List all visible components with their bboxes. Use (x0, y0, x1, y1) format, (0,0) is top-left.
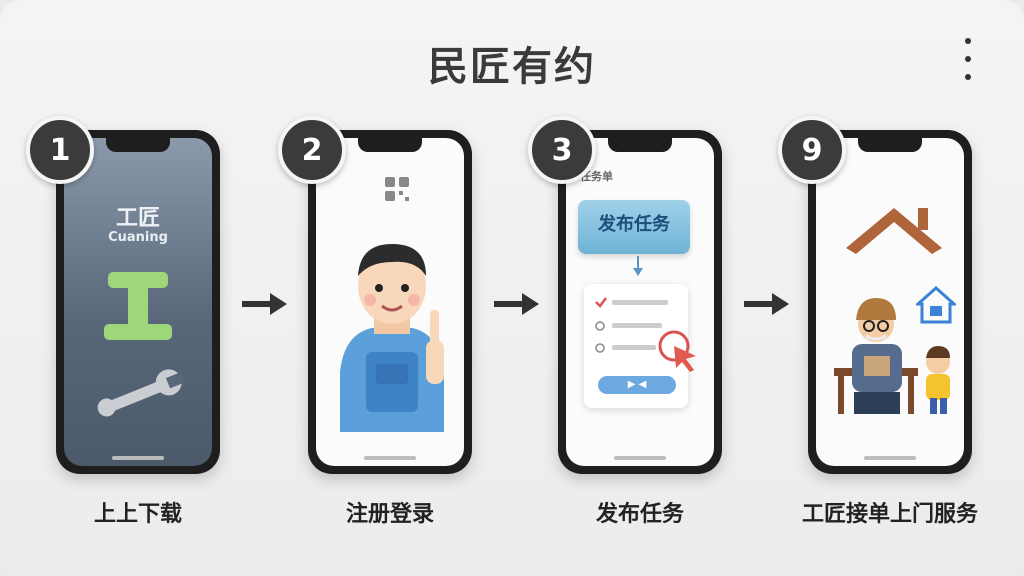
arrow-right-icon (242, 293, 287, 315)
step-register[interactable]: 2 (278, 116, 472, 474)
click-cursor-icon (658, 330, 696, 372)
phone-screen-service (816, 138, 964, 466)
step-label: 工匠接单上门服务 (801, 502, 978, 527)
step-label: 上上下载 (93, 502, 182, 527)
more-menu-button[interactable] (960, 38, 976, 80)
step-craftsman-service[interactable]: 9 (778, 116, 972, 474)
screen-topbar-title: 任务单 (580, 170, 613, 183)
home-indicator (614, 456, 666, 460)
step-number-badge: 3 (528, 116, 596, 184)
phone-screen-register (316, 138, 464, 466)
step-number-badge: 1 (26, 116, 94, 184)
app-brand-subtitle: Cuaning (108, 230, 168, 245)
task-banner: 发布任务 (578, 200, 690, 254)
arrow-down-icon (633, 256, 643, 276)
step-publish-task[interactable]: 3 任务单 发布任务 (528, 116, 722, 474)
phone-frame (308, 130, 472, 474)
wrench-icon (97, 369, 185, 417)
step-number-badge: 9 (778, 116, 846, 184)
phone-frame: 工匠 Cuaning (56, 130, 220, 474)
phone-notch (106, 138, 170, 152)
page-title: 民匠有约 (428, 44, 596, 90)
app-brand: 工匠 (115, 206, 160, 231)
phone-notch (608, 138, 672, 152)
more-dot (965, 74, 971, 80)
gong-logo-icon (104, 272, 172, 340)
step-label: 发布任务 (595, 502, 684, 527)
step-number-badge: 2 (278, 116, 346, 184)
submit-button[interactable]: ▶ ◀ (598, 376, 676, 394)
craftsman-icon (834, 298, 950, 414)
phone-screen-app-splash: 工匠 Cuaning (64, 138, 212, 466)
worker-avatar-icon (340, 244, 444, 432)
step-download[interactable]: 1 工匠 Cuaning (26, 116, 220, 474)
checklist-icon (595, 297, 668, 353)
more-dot (965, 38, 971, 44)
phone-notch (358, 138, 422, 152)
arrow-right-icon (744, 293, 789, 315)
home-indicator (864, 456, 916, 460)
phone-notch (858, 138, 922, 152)
phone-frame: 任务单 发布任务 ▶ ◀ (558, 130, 722, 474)
task-banner-title: 发布任务 (598, 214, 670, 235)
arrow-right-icon (494, 293, 539, 315)
phone-screen-publish: 任务单 发布任务 ▶ ◀ (566, 138, 714, 466)
task-form[interactable]: ▶ ◀ (584, 284, 688, 408)
phone-frame (808, 130, 972, 474)
home-indicator (112, 456, 164, 460)
home-indicator (364, 456, 416, 460)
home-pin-icon (916, 286, 956, 324)
qr-logo-icon (385, 177, 409, 201)
step-label: 注册登录 (345, 502, 434, 527)
more-dot (965, 56, 971, 62)
house-roof-icon (846, 208, 942, 254)
